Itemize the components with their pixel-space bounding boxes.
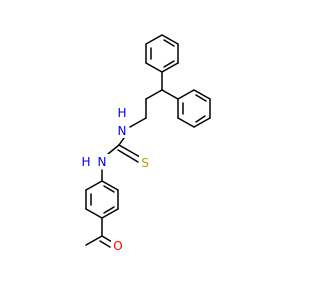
- bond: [103, 185, 115, 193]
- bond: [161, 89, 179, 100]
- phenyl-ring-upper: [145, 34, 179, 73]
- atom-n-lower: N: [96, 154, 109, 169]
- atom-label: O: [113, 239, 122, 253]
- bond: [85, 235, 103, 246]
- bond: [177, 89, 195, 100]
- bond: [85, 208, 103, 219]
- atom-o: O: [111, 238, 125, 253]
- atom-n-upper: N: [116, 123, 129, 138]
- bond: [163, 39, 175, 47]
- molecule-structure: N H N H S O: [80, 34, 211, 253]
- bond: [101, 235, 113, 243]
- bond: [101, 208, 119, 219]
- bond: [118, 137, 125, 146]
- bond: [195, 94, 207, 102]
- bond: [193, 89, 211, 100]
- bond: [177, 117, 195, 128]
- bond: [161, 34, 179, 45]
- atom-label: H: [117, 106, 126, 120]
- phenyl-ring-lower: [85, 180, 119, 219]
- bond: [99, 240, 111, 248]
- atom-label: N: [98, 155, 107, 169]
- bond: [85, 180, 103, 191]
- bond: [103, 206, 115, 214]
- bond: [101, 180, 119, 191]
- bond: [145, 89, 163, 100]
- bond: [118, 144, 141, 158]
- atom-h-upper: H: [116, 106, 129, 120]
- atom-label: N: [118, 124, 127, 138]
- atom-label: S: [141, 156, 149, 170]
- bond: [129, 117, 147, 128]
- phenyl-ring-right: [177, 89, 211, 128]
- atom-s: S: [139, 155, 152, 170]
- bond: [161, 62, 179, 73]
- bond: [145, 34, 163, 45]
- bond: [107, 144, 120, 155]
- bond: [193, 117, 211, 128]
- atom-h-lower: H: [80, 154, 93, 169]
- bond: [195, 115, 206, 123]
- bond: [117, 149, 139, 163]
- bond: [145, 62, 163, 73]
- bond: [163, 60, 175, 68]
- atom-label: H: [81, 155, 90, 169]
